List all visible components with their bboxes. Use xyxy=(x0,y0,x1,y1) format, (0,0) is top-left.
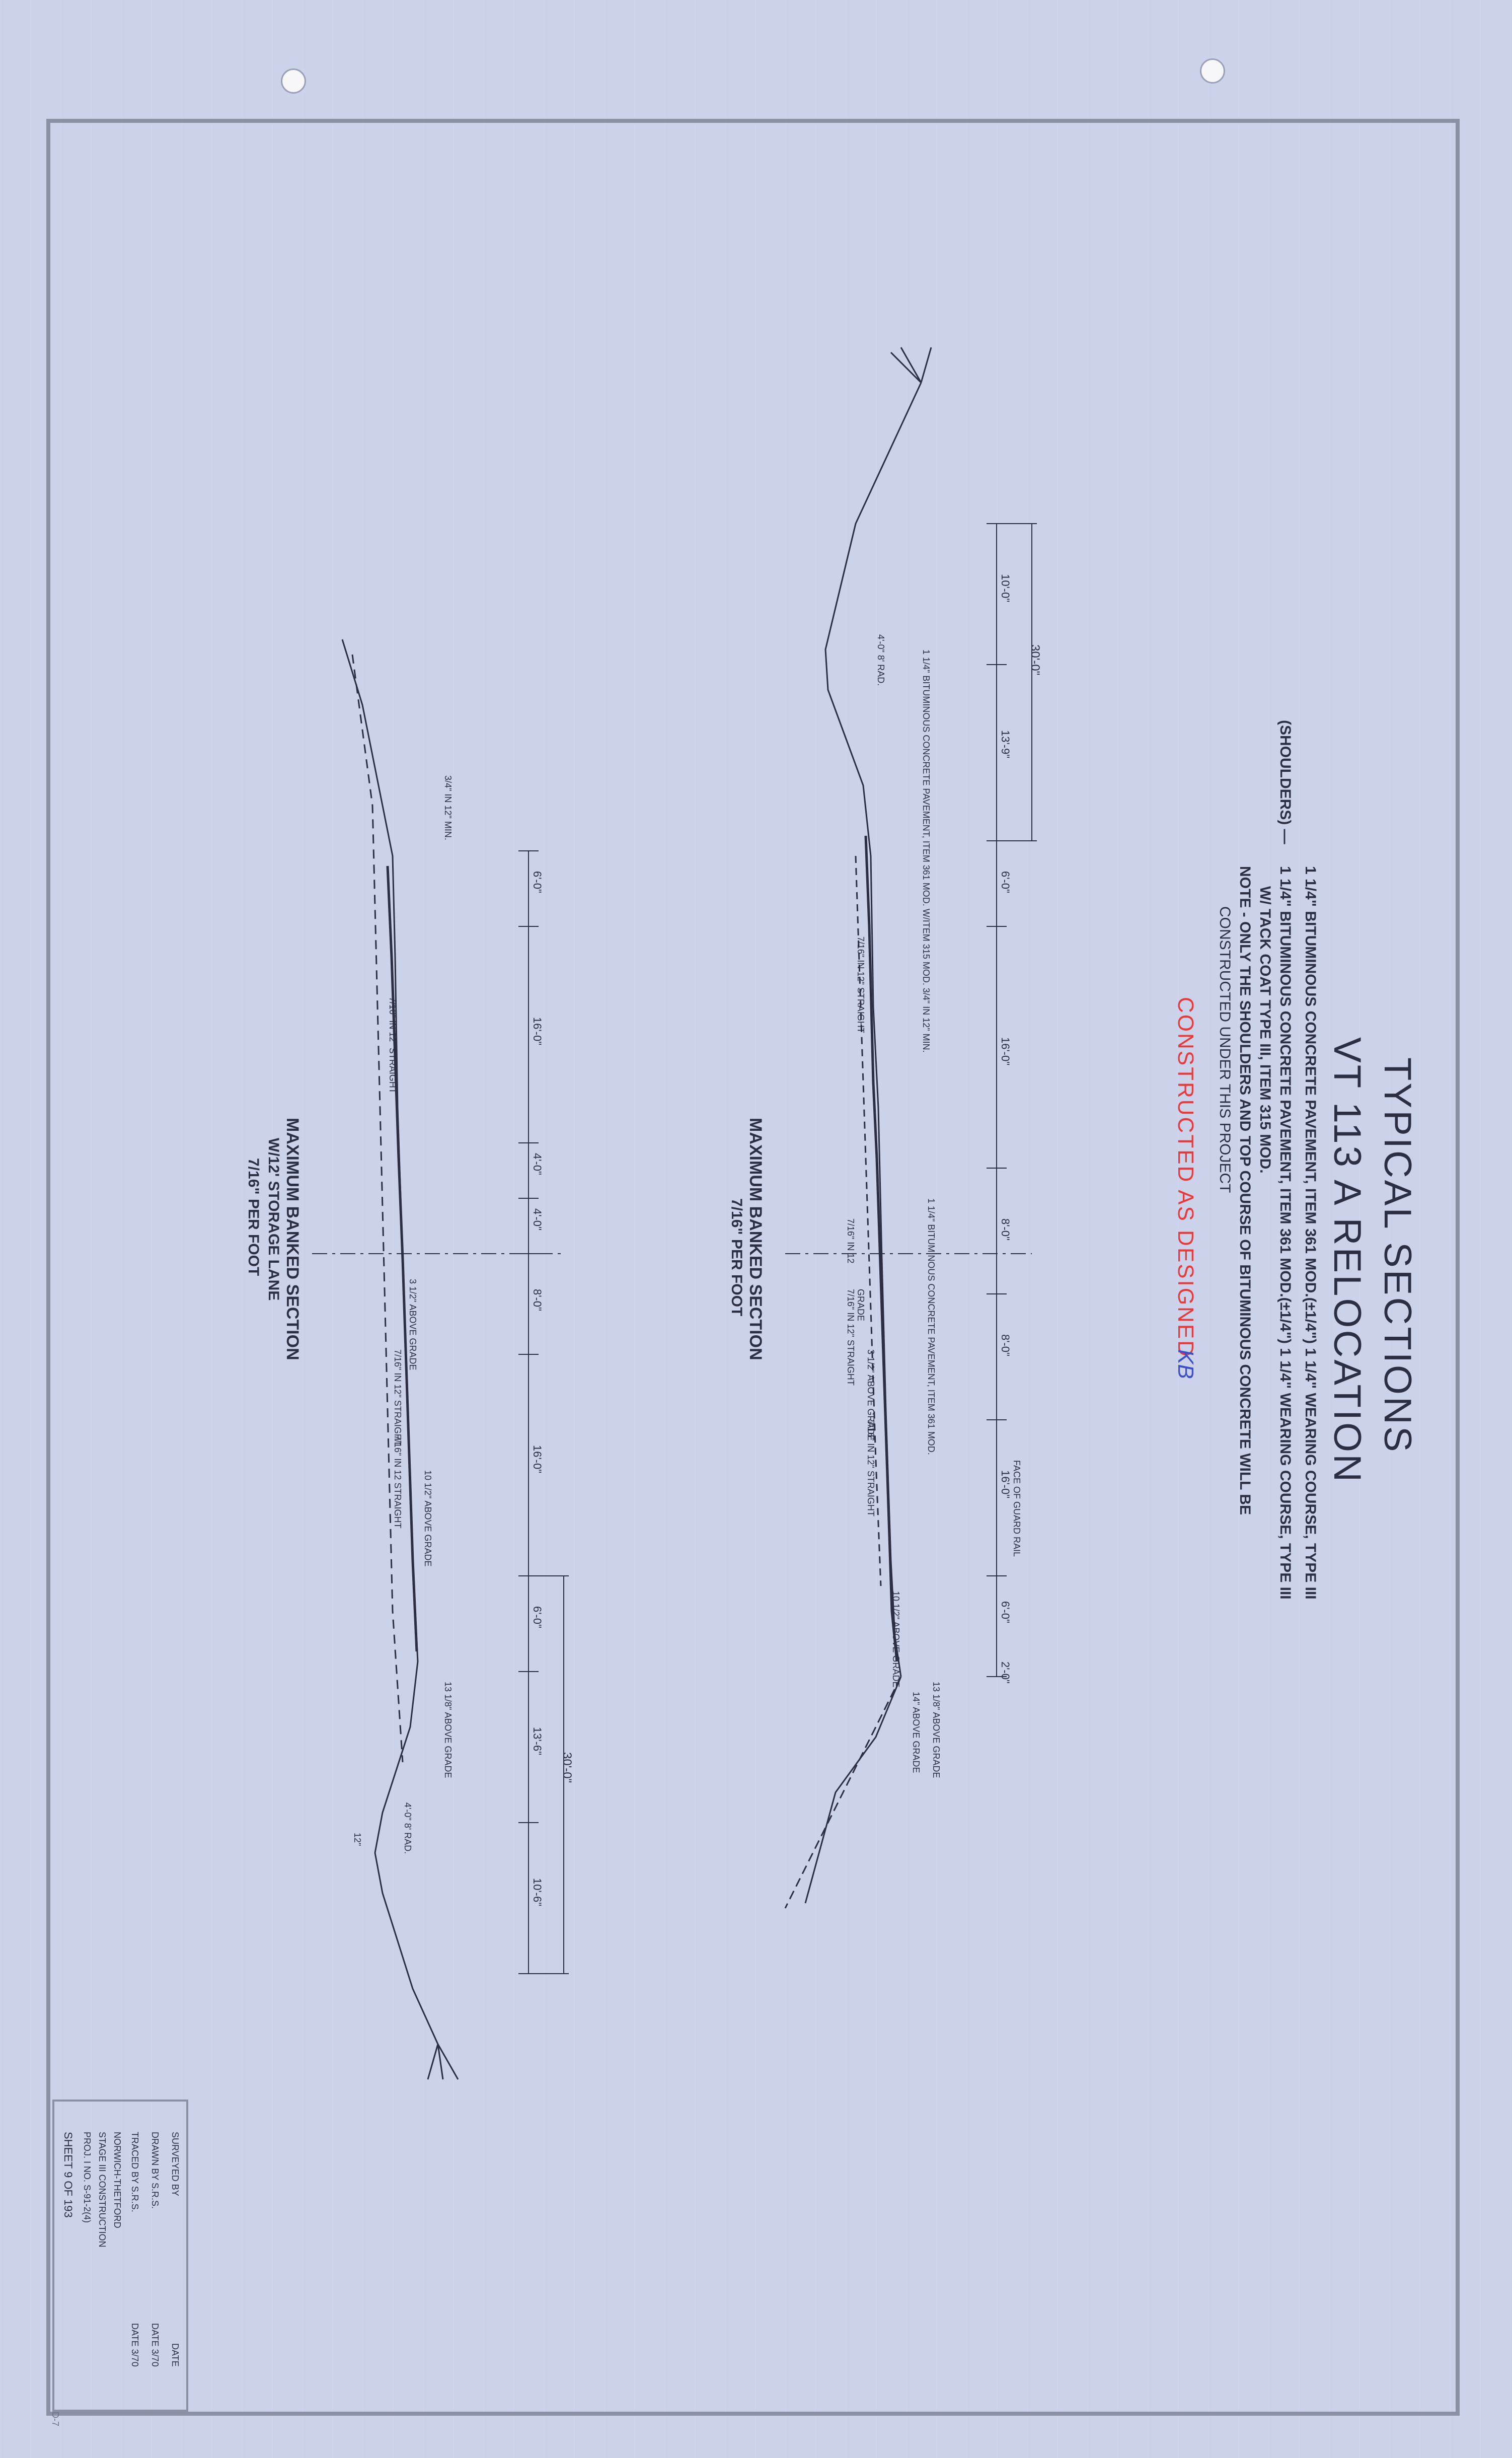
upper-slope-right xyxy=(804,1676,902,1904)
upper-straight-a: 7/16" IN 12" STRAIGHT xyxy=(856,936,866,1033)
note-line-4: NOTE - ONLY THE SHOULDERS AND TOP COURSE… xyxy=(1237,866,1253,1515)
punch-hole xyxy=(281,68,306,94)
lower-dim-7: 6'-0" xyxy=(531,1606,544,1628)
upper-dim-4: 16'-0" xyxy=(999,1037,1012,1066)
lower-dim-6: 16'-0" xyxy=(531,1445,544,1474)
lower-radius: 4'-0" 8' RAD. xyxy=(403,1802,413,1854)
lower-twelve: 12" xyxy=(352,1833,362,1846)
initials-mark: KB xyxy=(1173,1349,1198,1379)
lower-ten-above: 10 1/2" ABOVE GRADE xyxy=(423,1470,433,1567)
upper-center-pave: 1 1/4" BITUMINOUS CONCRETE PAVEMENT, ITE… xyxy=(926,1198,936,1455)
note-line-5: CONSTRUCTED UNDER THIS PROJECT xyxy=(1217,906,1233,1193)
upper-section-subtitle: 7/16" PER FOOT xyxy=(728,1198,745,1317)
drawing-title: TYPICAL SECTIONS xyxy=(1376,1057,1419,1454)
shoulders-label: (SHOULDERS) — xyxy=(1277,720,1294,844)
lower-dim-9: 10'-6" xyxy=(531,1878,544,1907)
traced-date: DATE 3/70 xyxy=(130,2323,140,2367)
drawn-by: DRAWN BY S.R.S. xyxy=(150,2132,160,2209)
upper-dim-6: 8'-0" xyxy=(999,1334,1012,1356)
corner-mark: D-7 xyxy=(50,2412,60,2427)
project-line-2: STAGE III CONSTRUCTION xyxy=(97,2132,107,2248)
upper-above-d: 13 1/8" ABOVE GRADE xyxy=(931,1682,941,1778)
sheet-number: SHEET 9 OF 193 xyxy=(62,2132,74,2218)
title-block: SURVEYED BY DATE DRAWN BY S.R.S. DATE 3/… xyxy=(52,2100,188,2412)
lower-dim-8: 13'-6" xyxy=(531,1727,544,1756)
lower-dim-2: 16'-0" xyxy=(531,1017,544,1046)
lower-above-grade: 3 1/2" ABOVE GRADE xyxy=(408,1279,418,1370)
surveyed-date: DATE xyxy=(170,2343,180,2367)
upper-dim-1: 10'-0" xyxy=(999,574,1012,603)
lower-straight-b: 7/16" IN 12" STRAIGHT xyxy=(393,1349,403,1446)
note-line-2: 1 1/4" BITUMINOUS CONCRETE PAVEMENT, ITE… xyxy=(1277,866,1294,1600)
lower-pavement-top xyxy=(386,865,418,1652)
upper-straight-b: 7/16" IN 12" STRAIGHT xyxy=(846,1289,856,1386)
lower-dim-1: 6'-0" xyxy=(531,871,544,893)
upper-above-c: 10 1/2" ABOVE GRADE xyxy=(891,1591,901,1688)
lower-subgrade xyxy=(351,654,404,1763)
sheet-border xyxy=(46,119,1460,2416)
upper-dim-8: 6'-0" xyxy=(999,1601,1012,1623)
upper-radius: 4'-0" 8' RAD. xyxy=(876,634,886,686)
upper-grade: GRADE xyxy=(856,1289,866,1322)
upper-dim-5: 8'-0" xyxy=(999,1218,1012,1241)
upper-pavement-note: 1 1/4" BITUMINOUS CONCRETE PAVEMENT, ITE… xyxy=(921,649,931,1053)
upper-above-e: 14" ABOVE GRADE xyxy=(911,1692,921,1773)
lower-straight-a: 7/16" IN 12" STRAIGHT xyxy=(388,997,398,1094)
lower-section-subtitle-1: W/12' STORAGE LANE xyxy=(265,1138,282,1301)
drawn-date: DATE 3/70 xyxy=(150,2323,160,2367)
upper-pavement-top xyxy=(864,835,898,1662)
upper-subgrade xyxy=(855,855,882,1586)
lower-ratio-b: 7/16" IN 12 STRAIGHT xyxy=(393,1435,403,1529)
upper-dim-9: 2'-0" xyxy=(999,1661,1012,1684)
lower-dim-5: 8'-0" xyxy=(531,1289,544,1311)
traced-by: TRACED BY S.R.S. xyxy=(130,2132,140,2212)
upper-straight-c: 7/16" IN 12" STRAIGHT xyxy=(866,1420,876,1516)
punch-hole xyxy=(1200,58,1225,84)
lower-section-subtitle-2: 7/16" PER FOOT xyxy=(245,1158,262,1276)
upper-face-guard: FACE OF GUARD RAIL xyxy=(1012,1460,1022,1557)
upper-total-dim: 30'-0" xyxy=(1028,644,1042,676)
lower-total-dim: 30'-0" xyxy=(560,1752,574,1783)
lower-dim-3: 4'-0" xyxy=(531,1153,544,1175)
lower-section-title: MAXIMUM BANKED SECTION xyxy=(283,1118,302,1360)
drawing-subtitle: VT 113 A RELOCATION xyxy=(1326,1037,1369,1484)
note-line-1: 1 1/4" BITUMINOUS CONCRETE PAVEMENT, ITE… xyxy=(1302,866,1319,1600)
upper-dim-7: 16'-0" xyxy=(999,1470,1012,1499)
surveyed-by: SURVEYED BY xyxy=(170,2132,180,2196)
upper-section-title: MAXIMUM BANKED SECTION xyxy=(746,1118,765,1360)
upper-dim-2: 13'-9" xyxy=(999,730,1012,759)
project-line-1: NORWICH-THETFORD xyxy=(112,2132,122,2228)
note-line-3: W/ TACK COAT TYPE III, ITEM 315 MOD. xyxy=(1257,886,1273,1174)
lower-dim-4: 4'-0" xyxy=(531,1208,544,1231)
upper-ratio-a: 7/16" IN 12 xyxy=(846,1218,856,1264)
lower-min: 3/4" IN 12" MIN. xyxy=(443,775,453,840)
lower-thirteen-above: 13 1/8" ABOVE GRADE xyxy=(443,1682,453,1778)
upper-dim-3: 6'-0" xyxy=(999,871,1012,893)
constructed-stamp: CONSTRUCTED AS DESIGNED xyxy=(1173,997,1198,1358)
project-line-3: PROJ. I NO. S-91-2(4) xyxy=(82,2132,92,2223)
